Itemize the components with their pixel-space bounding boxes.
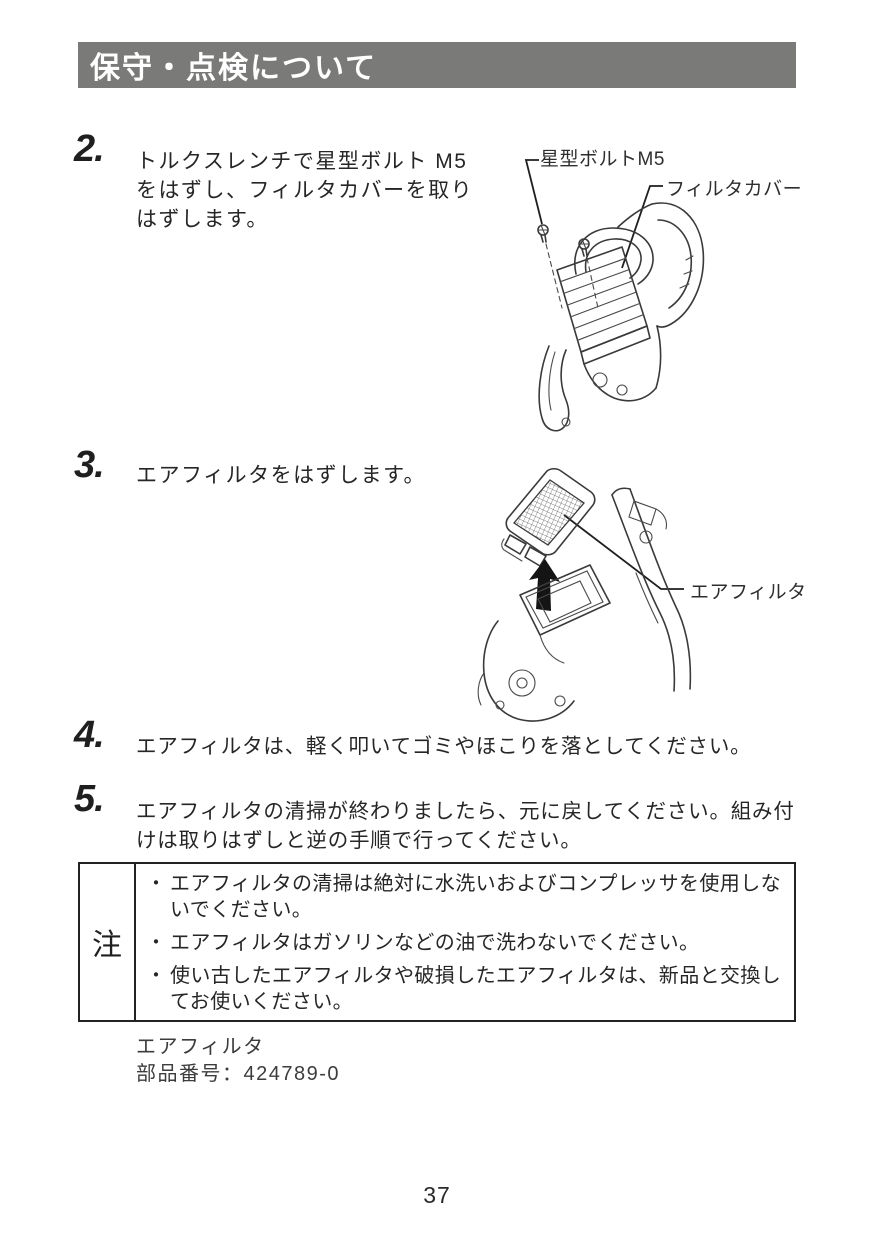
- note-item-text: 使い古したエアフィルタや破損したエアフィルタは、新品と交換し てお使いください。: [170, 964, 782, 1013]
- step-2-text: トルクスレンチで星型ボルト M5 をはずし、フィルタカバーを取り はずします。: [136, 150, 474, 231]
- step-5-number: 5.: [74, 778, 105, 820]
- note-item-text: エアフィルタの清掃は絶対に水洗いおよびコンプレッサを使用しな いでください。: [170, 872, 781, 921]
- note-label: 注: [92, 929, 122, 962]
- step-4-number: 4.: [74, 714, 105, 756]
- note-item: ・ 使い古したエアフィルタや破損したエアフィルタは、新品と交換し てお使いくださ…: [146, 963, 782, 1015]
- part-number: 部品番号：424789-0: [136, 1063, 341, 1085]
- section-title: 保守・点検について: [90, 52, 378, 85]
- part-info: エアフィルタ 部品番号：424789-0: [136, 1034, 340, 1088]
- note-item: ・ エアフィルタの清掃は絶対に水洗いおよびコンプレッサを使用しな いでください。: [146, 871, 782, 923]
- machine-outline: [477, 487, 692, 722]
- bullet-icon: ・: [146, 964, 166, 987]
- air-filter-illustration: [477, 467, 692, 722]
- section-header-bar: 保守・点検について: [78, 42, 796, 88]
- step-2-number: 2.: [74, 128, 105, 170]
- step-3-text: エアフィルタをはずします。: [136, 464, 426, 487]
- figure-filter-cover-removal: 星型ボルトM5 フィルタカバー: [500, 140, 820, 440]
- step-5-text: エアフィルタの清掃が終わりましたら、元に戻してください。組み付 けは取りはずしと…: [136, 800, 795, 852]
- page-number: 37: [423, 1182, 451, 1208]
- figure-air-filter-removal: エアフィルタ: [460, 453, 820, 725]
- note-item-text: エアフィルタはガソリンなどの油で洗わないでください。: [170, 931, 700, 954]
- bullet-icon: ・: [146, 931, 166, 954]
- fig2-filter-label: エアフィルタ: [690, 582, 807, 603]
- step-3-number: 3.: [74, 444, 105, 486]
- fig1-bolt-label: 星型ボルトM5: [540, 149, 665, 170]
- note-box: 注 ・ エアフィルタの清掃は絶対に水洗いおよびコンプレッサを使用しな いでくださ…: [78, 862, 796, 1022]
- machine-outline: [538, 202, 705, 432]
- air-filter-element: [501, 467, 596, 567]
- note-label-cell: 注: [80, 864, 136, 1020]
- cutter-illustration: [524, 159, 705, 432]
- note-item: ・ エアフィルタはガソリンなどの油で洗わないでください。: [146, 930, 782, 956]
- note-content: ・ エアフィルタの清掃は絶対に水洗いおよびコンプレッサを使用しな いでください。…: [136, 864, 794, 1020]
- fig1-cover-label: フィルタカバー: [666, 179, 803, 200]
- star-bolts: [537, 224, 599, 309]
- bullet-icon: ・: [146, 872, 166, 895]
- filter-leader-line: [563, 514, 684, 590]
- leader-lines: [524, 159, 663, 269]
- part-name: エアフィルタ: [136, 1036, 265, 1058]
- step-4-text: エアフィルタは、軽く叩いてゴミやほこりを落としてください。: [136, 735, 752, 758]
